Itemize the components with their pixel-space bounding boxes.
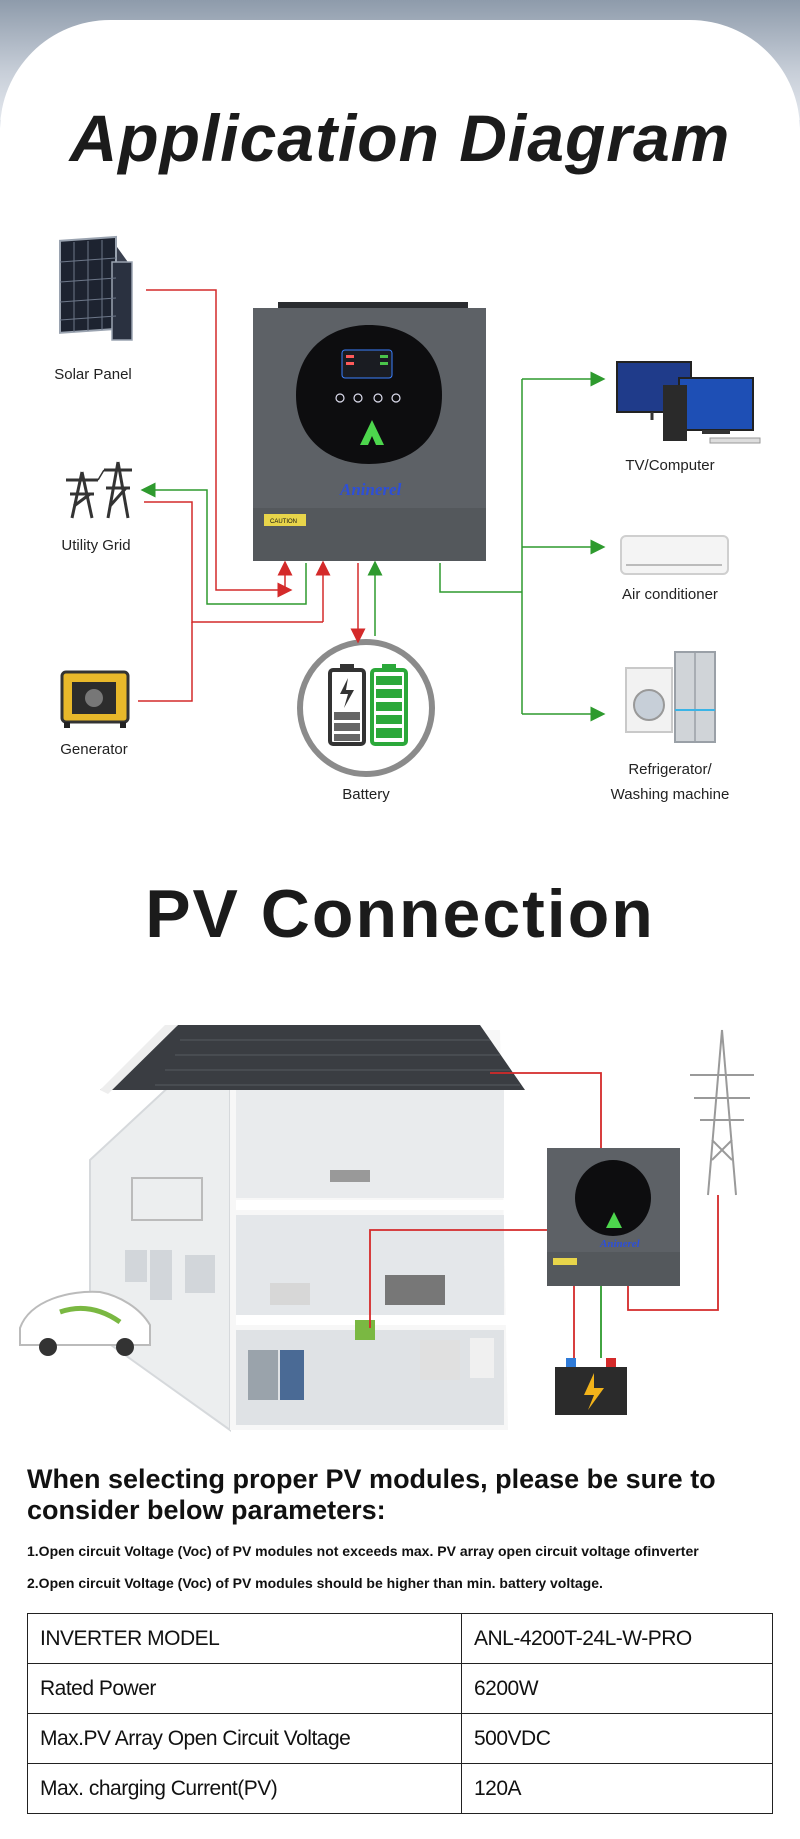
table-row: Max.PV Array Open Circuit Voltage 500VDC — [27, 1713, 773, 1764]
air-conditioner-label: Air conditioner — [622, 586, 718, 603]
generator-label: Generator — [60, 741, 128, 758]
pv-connection-title: PV Connection — [145, 876, 655, 952]
spec-value: 6200W — [461, 1663, 773, 1714]
refrigerator-label-line1: Refrigerator/ — [628, 761, 712, 778]
pv-note-1: 1.Open circuit Voltage (Voc) of PV modul… — [27, 1543, 699, 1559]
application-diagram-title: Application Diagram — [69, 101, 731, 175]
spec-label: INVERTER MODEL — [27, 1613, 462, 1664]
spec-value: ANL-4200T-24L-W-PRO — [461, 1613, 773, 1664]
table-row: Max. charging Current(PV) 120A — [27, 1763, 773, 1814]
utility-grid-label: Utility Grid — [61, 537, 131, 554]
battery-icon — [297, 639, 435, 777]
utility-grid-icon — [66, 461, 132, 519]
spec-table: INVERTER MODEL ANL-4200T-24L-W-PRO Rated… — [27, 1613, 773, 1814]
spec-label: Max.PV Array Open Circuit Voltage — [27, 1713, 462, 1764]
inverter-device — [253, 302, 486, 561]
tv-computer-icon — [616, 361, 761, 444]
solar-panel-label: Solar Panel — [54, 366, 132, 383]
pv-note-2: 2.Open circuit Voltage (Voc) of PV modul… — [27, 1575, 603, 1591]
refrigerator-washer-icon — [625, 651, 716, 743]
generator-icon — [60, 670, 130, 728]
refrigerator-label-line2: Washing machine — [610, 786, 730, 803]
spec-label: Rated Power — [27, 1663, 462, 1714]
caution-label: CAUTION — [270, 519, 297, 525]
tv-computer-label: TV/Computer — [625, 457, 715, 474]
spec-value: 120A — [461, 1763, 773, 1814]
pv-parameters-heading: When selecting proper PV modules, please… — [27, 1464, 716, 1525]
spec-label: Max. charging Current(PV) — [27, 1763, 462, 1814]
table-row: Rated Power 6200W — [27, 1663, 773, 1714]
battery-label: Battery — [342, 786, 390, 803]
inverter-brand: Aninerel — [339, 480, 402, 499]
solar-panel-icon — [59, 235, 133, 341]
table-row: INVERTER MODEL ANL-4200T-24L-W-PRO — [27, 1613, 773, 1664]
air-conditioner-icon — [620, 535, 729, 575]
spec-value: 500VDC — [461, 1713, 773, 1764]
